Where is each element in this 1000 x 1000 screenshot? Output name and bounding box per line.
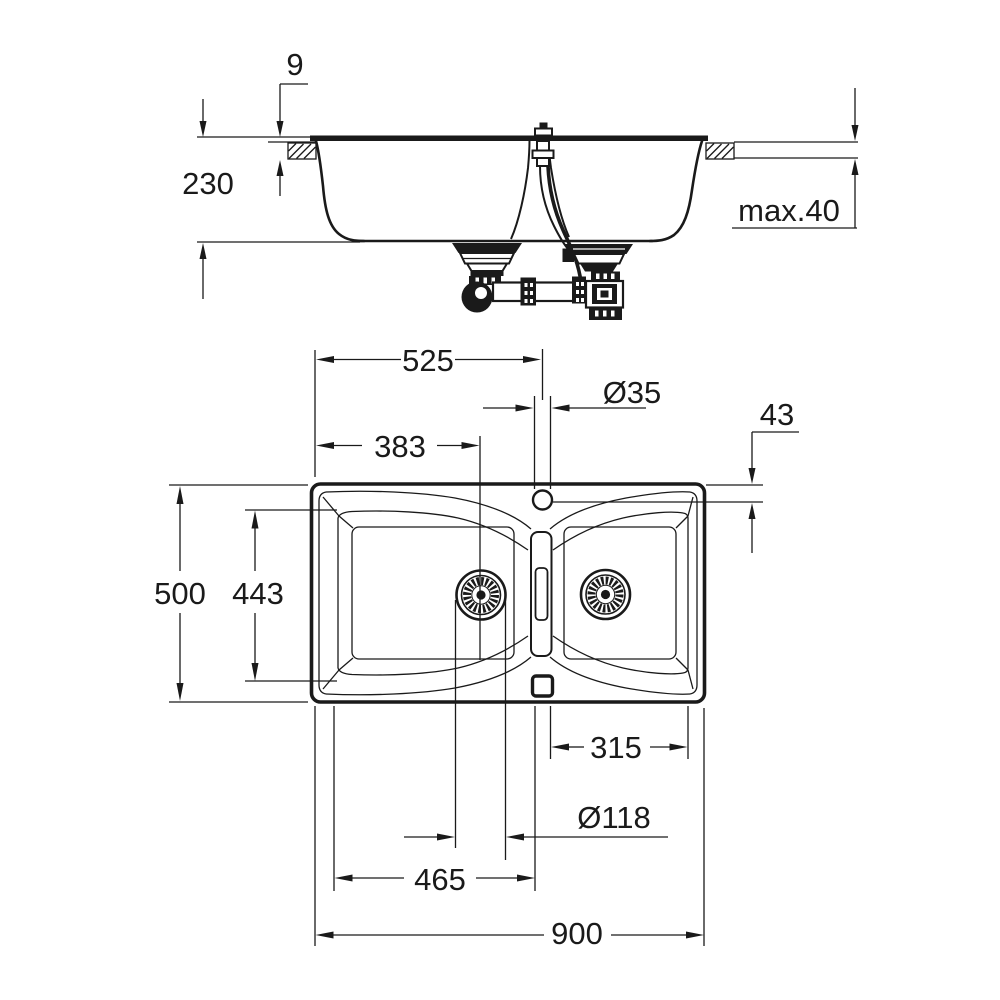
dim-label-443: 443 [232,576,284,611]
side-extension-lines [197,136,858,243]
left-drain-strainer [455,569,507,621]
dim-label-max40: max.40 [738,193,840,228]
bowl-edges [322,496,694,690]
dim-label-43: 43 [760,397,794,432]
right-drain-assembly [562,244,633,320]
right-drain-strainer [579,568,632,621]
dim-443-bowl-depth: 443 [232,509,337,682]
faucet-mount [531,122,583,283]
dim-465-left-bowl: 465 [333,706,536,897]
hose-clamp [562,248,574,262]
dim-43-faucet-y: 43 [553,397,799,553]
dim-label-9: 9 [286,47,303,82]
countertop-hatch-left [287,142,317,160]
dim-label-o35: Ø35 [603,375,662,410]
dim-counter-thickness: max.40 [732,88,859,229]
plan-view: 525 Ø35 383 43 [154,343,799,951]
faucet-hose-thin [539,165,569,250]
dim-label-500: 500 [154,576,206,611]
overflow-square [530,674,555,698]
countertop-hatch-right [705,142,735,160]
dim-label-230: 230 [182,166,234,201]
divider-left-wall [510,140,531,240]
right-bowl-floor [563,526,677,660]
dim-500-overall-depth: 500 [154,484,308,703]
dim-label-383: 383 [374,429,426,464]
right-bowl-wall [648,139,704,243]
dim-faucet-diameter: Ø35 [483,375,661,489]
dim-label-465: 465 [414,862,466,897]
sink-rim [310,135,708,141]
dim-315-right-bowl: 315 [549,706,689,765]
faucet-hole [531,489,554,511]
dim-label-525: 525 [402,343,454,378]
dim-900-overall-width: 900 [314,706,705,951]
dim-label-o118: Ø118 [577,800,651,835]
dim-bowl-depth: 230 [182,99,234,299]
left-drain-assembly [452,243,522,313]
dim-drain-diameter: Ø118 [404,600,668,860]
dim-525-faucet-x: 525 [314,343,544,477]
side-view: 9 230 max.40 [182,47,859,320]
bowl-divider [530,531,553,657]
dim-label-315: 315 [590,730,642,765]
faucet-hose-thick [546,165,583,283]
dim-383-drain-x: 383 [316,429,481,660]
left-bowl-floor [351,526,515,660]
dim-label-900: 900 [551,916,603,951]
left-bowl-wall [314,139,366,243]
sink-section-profile [310,135,708,243]
sink-outer-rim [309,482,707,704]
connecting-pipe [491,276,586,306]
dim-rim-height: 9 [276,47,308,196]
